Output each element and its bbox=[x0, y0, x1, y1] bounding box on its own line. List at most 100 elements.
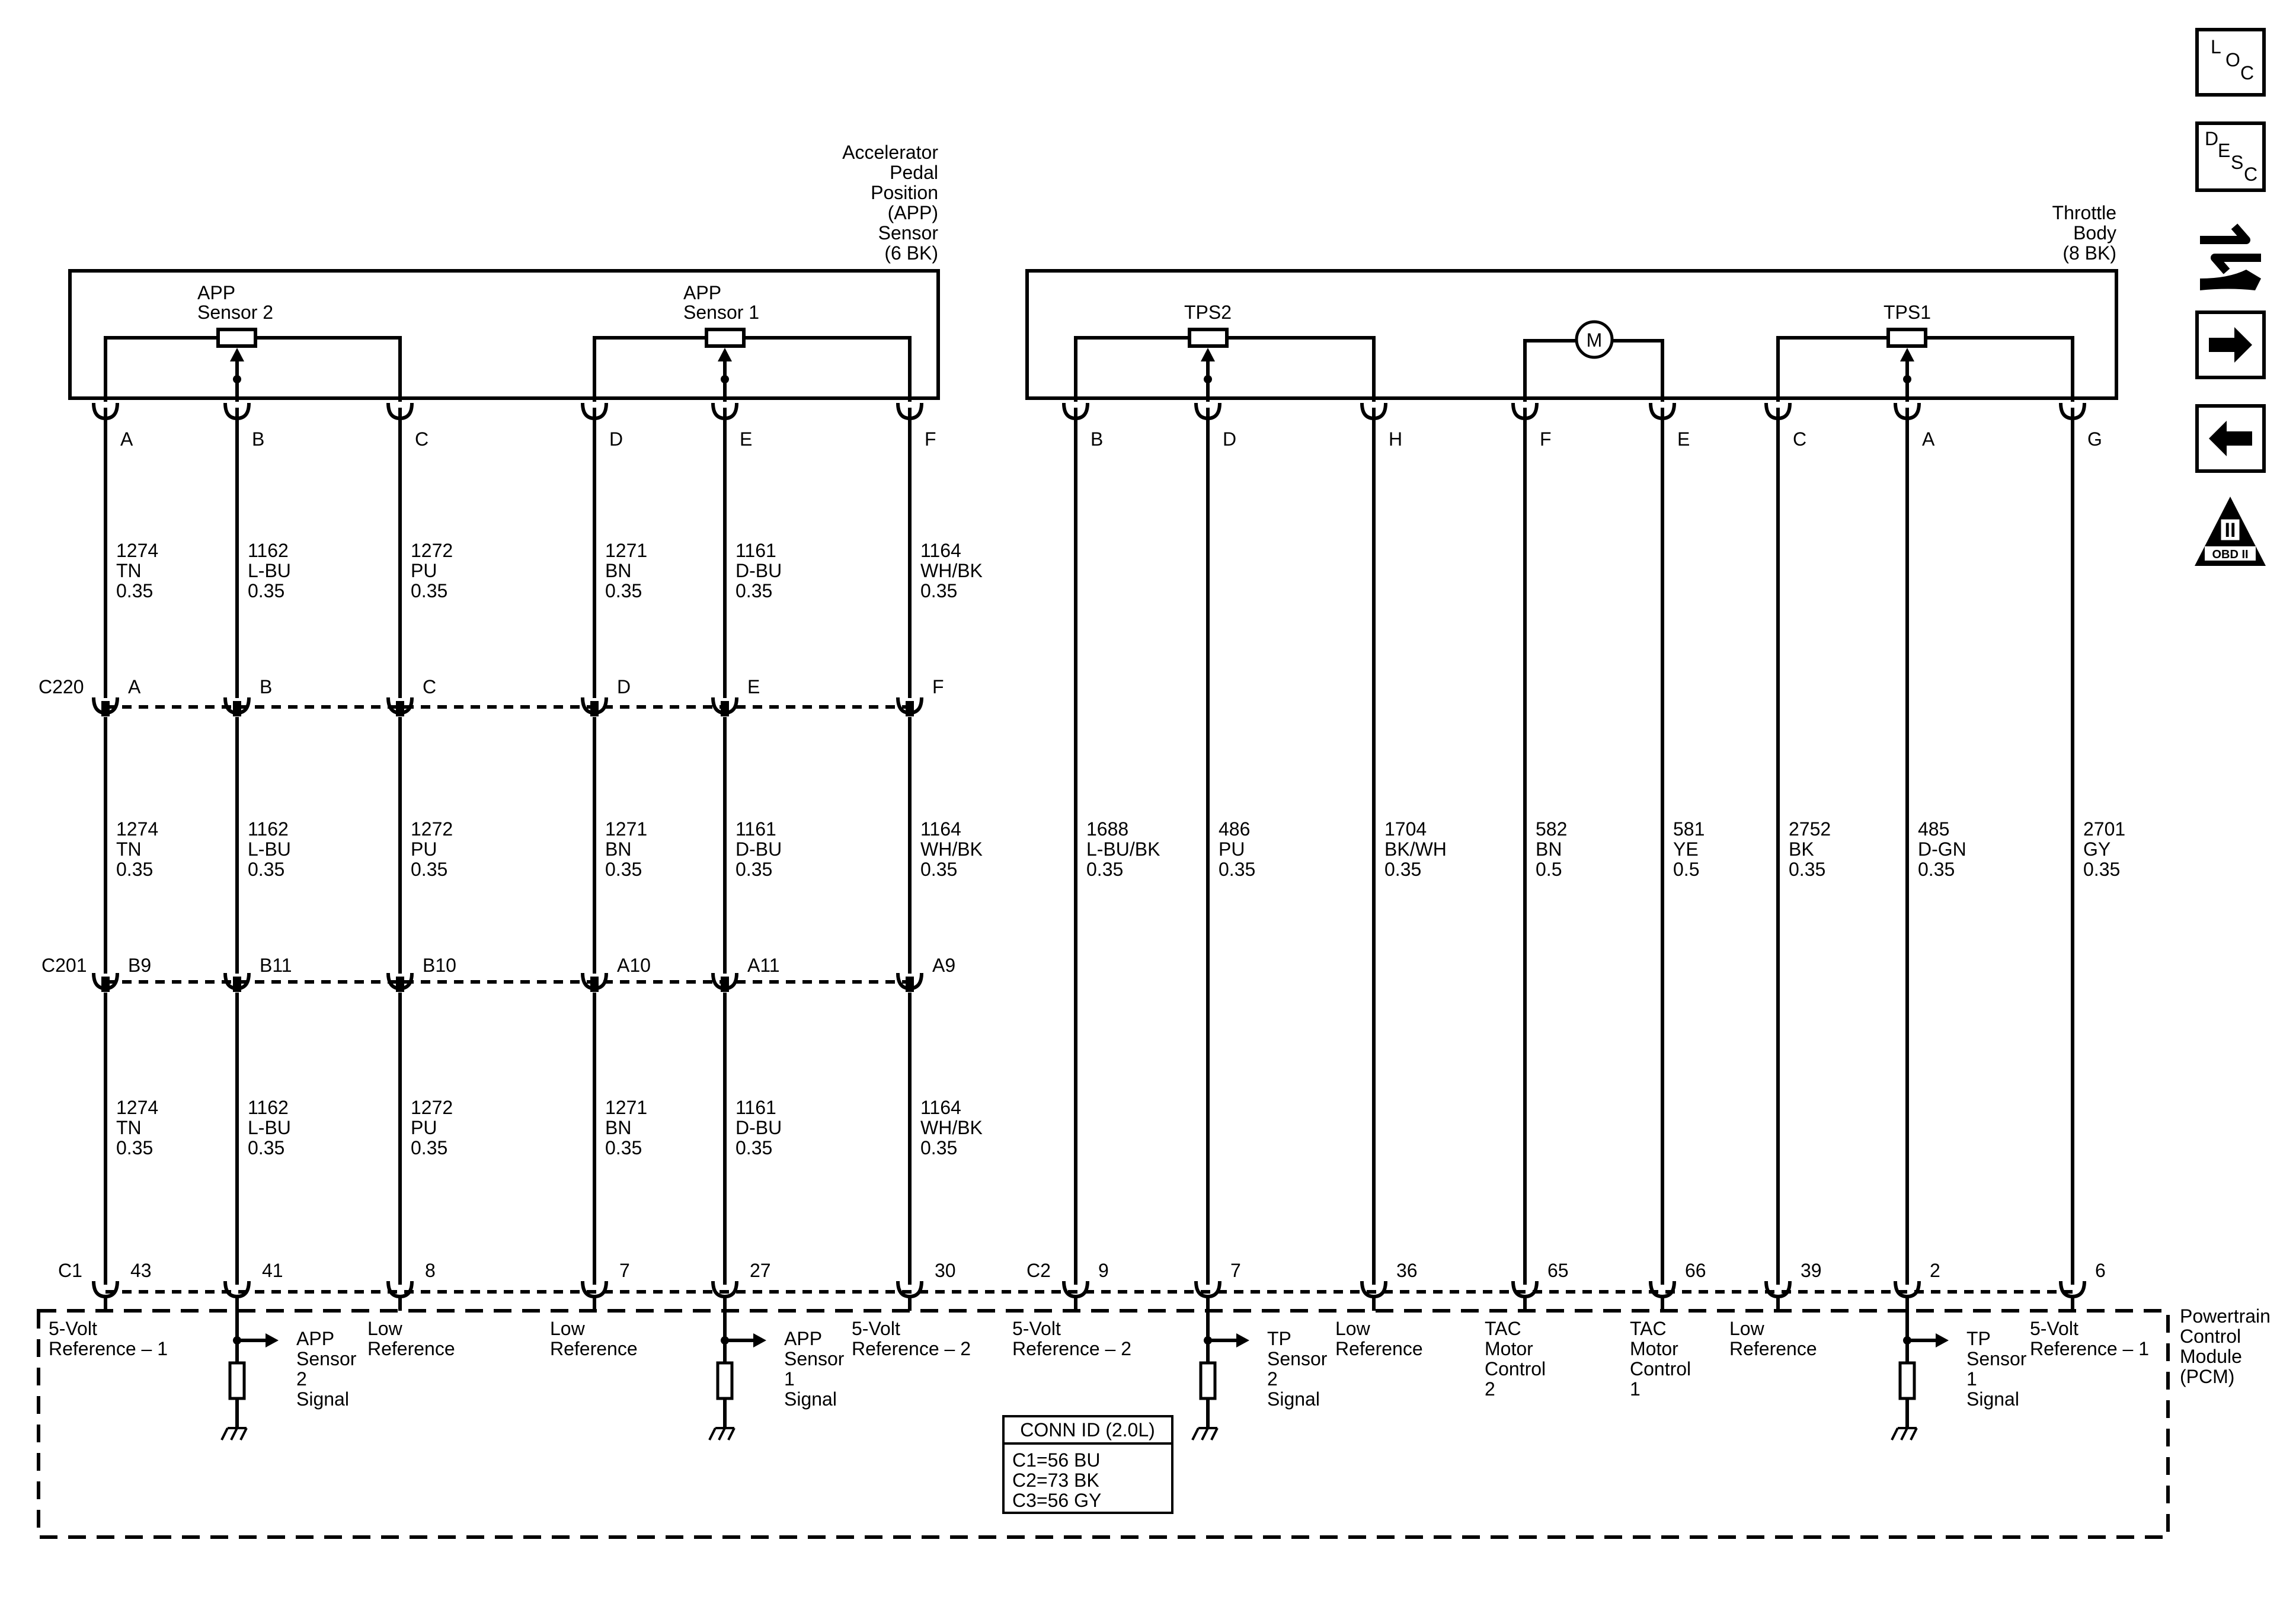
app-wire-A-middle-circuit: 1274 bbox=[116, 818, 158, 840]
app-wire-A-middle-color: TN bbox=[116, 838, 142, 860]
pcm-label-c1-8-line-1: Low bbox=[367, 1318, 403, 1339]
loc-icon-letter-3: C bbox=[2240, 62, 2254, 84]
app-sensor-2-label-line-1: APP bbox=[197, 282, 235, 303]
conn-id-title: CONN ID (2.0L) bbox=[1020, 1419, 1155, 1441]
pcm-label-c2-36-line-2: Reference bbox=[1335, 1338, 1423, 1359]
app-wire-E-middle-circuit: 1161 bbox=[736, 818, 776, 840]
app-sensor-1-label-line-2: Sensor 1 bbox=[683, 302, 759, 323]
pcm-signal-arrow-icon-41 bbox=[266, 1333, 279, 1347]
obd-ii-text: OBD II bbox=[2212, 548, 2248, 561]
app-sensor-terminal-E bbox=[711, 402, 738, 421]
tb-wire-H-size: 0.35 bbox=[1384, 859, 1421, 880]
app-wire-C-upper-size: 0.35 bbox=[411, 580, 447, 601]
pcm-label-c2-7-line-4: Signal bbox=[1267, 1388, 1320, 1410]
app-wire-D-lower-circuit: 1271 bbox=[605, 1097, 647, 1118]
app-wire-C-middle-color: PU bbox=[411, 838, 437, 860]
app-wire-F-lower-size: 0.35 bbox=[920, 1137, 957, 1158]
desc-icon-letter-4: C bbox=[2244, 164, 2257, 185]
tb-wire-H-color: BK/WH bbox=[1384, 838, 1447, 860]
connector-c220-label: C220 bbox=[39, 676, 84, 697]
app-wire-F-upper-size: 0.35 bbox=[920, 580, 957, 601]
pcm-label-c2-9-line-1: 5-Volt bbox=[1012, 1318, 1061, 1339]
pcm-label-c2-2-line-1: TP bbox=[1966, 1328, 1991, 1349]
pcm-label-c1-27-line-3: 1 bbox=[784, 1368, 795, 1390]
throttle-body-terminal-C bbox=[1764, 402, 1792, 421]
throttle-body-pin-H: H bbox=[1389, 428, 1402, 450]
tb-wire-G-color: GY bbox=[2083, 838, 2110, 860]
throttle-body-pin-D: D bbox=[1223, 428, 1236, 450]
app-wire-E-lower-circuit: 1161 bbox=[736, 1097, 776, 1118]
app-sensor-2-label-line-2: Sensor 2 bbox=[197, 302, 273, 323]
app-wire-C-lower-size: 0.35 bbox=[411, 1137, 447, 1158]
app-wire-C-lower-circuit: 1272 bbox=[411, 1097, 453, 1118]
app-wire-F-lower-circuit: 1164 bbox=[920, 1097, 961, 1118]
c201-male-pin-B10 bbox=[396, 977, 404, 992]
app-sensor-terminal-A bbox=[92, 402, 119, 421]
connector-c1-label: C1 bbox=[58, 1260, 82, 1281]
c201-male-pin-A11 bbox=[721, 977, 729, 992]
c2-pin-39: 39 bbox=[1801, 1260, 1822, 1281]
app-wire-C-middle-circuit: 1272 bbox=[411, 818, 453, 840]
throttle-body-title-line-1: Throttle bbox=[2052, 202, 2116, 223]
app-sensor-2-wiper-arrow-icon bbox=[230, 348, 244, 361]
c220-male-pin-A bbox=[101, 701, 110, 716]
app-wire-A-upper-color: TN bbox=[116, 560, 142, 581]
loc-icon[interactable]: L O C bbox=[2195, 28, 2266, 97]
previous-arrow-icon[interactable] bbox=[2195, 404, 2266, 473]
c1-pin-43: 43 bbox=[130, 1260, 152, 1281]
app-wire-D-upper-circuit: 1271 bbox=[605, 540, 647, 561]
c2-pin-2: 2 bbox=[1930, 1260, 1940, 1281]
throttle-body-terminal-F bbox=[1511, 402, 1539, 421]
pcm-label-c1-7-line-1: Low bbox=[550, 1318, 586, 1339]
c2-pin-65: 65 bbox=[1547, 1260, 1569, 1281]
pcm-label-c1-30-line-2: Reference – 2 bbox=[852, 1338, 971, 1359]
tps2-label: TPS2 bbox=[1184, 302, 1232, 323]
pcm-label-c1-27-line-1: APP bbox=[784, 1328, 822, 1349]
pcm-label-c2-39-line-2: Reference bbox=[1729, 1338, 1817, 1359]
c220-male-pin-D bbox=[590, 701, 599, 716]
throttle-body-pin-F: F bbox=[1540, 428, 1552, 450]
next-arrow-icon[interactable] bbox=[2195, 311, 2266, 379]
pcm-label-c1-30-line-1: 5-Volt bbox=[852, 1318, 900, 1339]
obd-ii-icon[interactable]: II OBD II bbox=[2195, 497, 2266, 566]
c220-pin-A: A bbox=[128, 676, 141, 697]
tb-wire-B-size: 0.35 bbox=[1086, 859, 1123, 880]
throttle-body-pin-C: C bbox=[1793, 428, 1806, 450]
pcm-label-c2-7-line-2: Sensor bbox=[1267, 1348, 1328, 1369]
c220-male-pin-E bbox=[721, 701, 729, 716]
pcm-label-c1-8-line-2: Reference bbox=[367, 1338, 455, 1359]
app-wire-B-middle-size: 0.35 bbox=[248, 859, 284, 880]
pcm-label-c2-2-line-2: Sensor bbox=[1966, 1348, 2027, 1369]
c201-pin-A9: A9 bbox=[932, 955, 955, 976]
app-wire-A-lower-color: TN bbox=[116, 1117, 142, 1138]
c201-male-pin-B9 bbox=[101, 977, 110, 992]
app-wire-E-middle-size: 0.35 bbox=[736, 859, 772, 880]
throttle-body-component: Throttle Body (8 BK) TPS2 TPS1 M bbox=[1025, 202, 2118, 402]
app-wire-B-upper-color: L-BU bbox=[248, 560, 291, 581]
app-wire-B-lower-color: L-BU bbox=[248, 1117, 291, 1138]
app-wire-B-lower-size: 0.35 bbox=[248, 1137, 284, 1158]
c1-pin-27: 27 bbox=[750, 1260, 771, 1281]
c1-pin-41: 41 bbox=[262, 1260, 283, 1281]
connector-c201-label: C201 bbox=[41, 955, 87, 976]
c201-pin-B11: B11 bbox=[260, 955, 292, 976]
c220-pin-C: C bbox=[423, 676, 436, 697]
tb-wire-D-size: 0.35 bbox=[1219, 859, 1255, 880]
throttle-body-terminal-H bbox=[1360, 402, 1387, 421]
tb-wire-C-color: BK bbox=[1789, 838, 1814, 860]
tb-wire-H-circuit: 1704 bbox=[1384, 818, 1427, 840]
app-sensor-title-line-5: Sensor bbox=[878, 222, 939, 244]
pcm-component: Powertrain Control Module (PCM) CONN ID … bbox=[37, 1305, 2271, 1539]
app-sensor-title-line-4: (APP) bbox=[888, 202, 938, 223]
repair-wrench-icon[interactable] bbox=[2200, 223, 2261, 290]
c1-pin-8: 8 bbox=[425, 1260, 436, 1281]
app-wire-A-upper-circuit: 1274 bbox=[116, 540, 158, 561]
app-wire-E-upper-circuit: 1161 bbox=[736, 540, 776, 561]
app-sensor-1-splice-dot bbox=[721, 375, 729, 383]
app-wire-D-upper-size: 0.35 bbox=[605, 580, 642, 601]
desc-icon[interactable]: D E S C bbox=[2195, 121, 2266, 192]
app-wire-F-middle-size: 0.35 bbox=[920, 859, 957, 880]
c220-male-pin-B bbox=[233, 701, 241, 716]
pcm-title-line-1: Powertrain bbox=[2180, 1305, 2271, 1327]
